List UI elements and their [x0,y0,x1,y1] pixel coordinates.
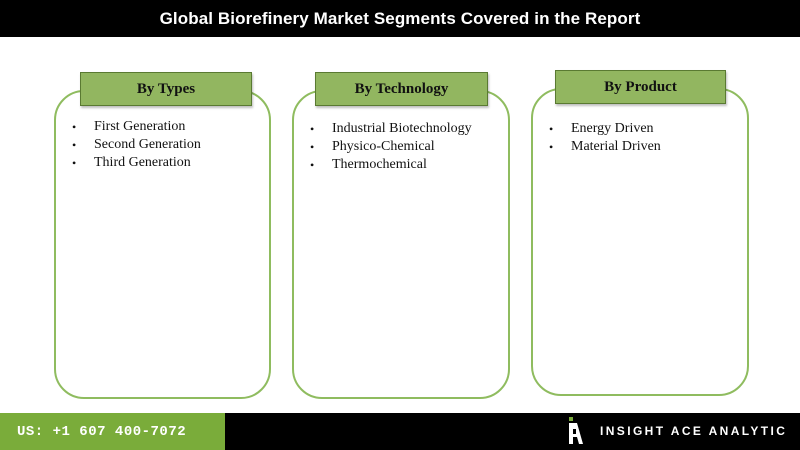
bullet-icon: • [549,122,554,136]
phone-number: US: +1 607 400-7072 [17,423,187,440]
brand-name: INSIGHT ACE ANALYTIC [600,424,788,438]
list-item-label: Thermochemical [332,157,427,172]
bullet-icon: • [549,140,554,154]
bullet-icon: • [72,120,77,134]
bullet-icon: • [310,122,315,136]
list-item: • Industrial Biotechnology [310,120,472,138]
bullet-icon: • [72,156,77,170]
list-by-types: • First Generation • Second Generation • Th… [72,118,201,172]
list-item: • Material Driven [549,138,661,156]
list-by-technology: • Industrial Biotechnology • Physico-Chemi… [310,120,472,174]
panel-label-by-product: By Product [555,70,726,104]
bullet-icon: • [310,140,315,154]
list-by-product: • Energy Driven • Material Driven [549,120,661,156]
header-bar: Global Biorefinery Market Segments Cover… [0,0,800,37]
list-item: • Energy Driven [549,120,661,138]
insight-ace-logo-icon [569,417,583,444]
footer-brand-bar [225,413,800,450]
list-item: • Second Generation [72,136,201,154]
panel-by-technology [292,90,510,399]
bullet-icon: • [72,138,77,152]
list-item: • Thermochemical [310,156,472,174]
list-item: • First Generation [72,118,201,136]
bullet-icon: • [310,158,315,172]
footer-contact-bar: US: +1 607 400-7072 [0,413,225,450]
list-item-label: Physico-Chemical [332,139,435,154]
list-item-label: Material Driven [571,139,661,154]
panel-by-product [531,88,749,396]
list-item: • Physico-Chemical [310,138,472,156]
panel-label-by-technology: By Technology [315,72,488,106]
page-title: Global Biorefinery Market Segments Cover… [159,8,641,28]
list-item-label: Energy Driven [571,121,654,136]
panel-by-types [54,90,271,399]
list-item-label: Second Generation [94,137,201,152]
list-item-label: Industrial Biotechnology [332,121,472,136]
list-item-label: Third Generation [94,155,191,170]
list-item: • Third Generation [72,154,201,172]
panel-label-by-types: By Types [80,72,252,106]
list-item-label: First Generation [94,119,186,134]
